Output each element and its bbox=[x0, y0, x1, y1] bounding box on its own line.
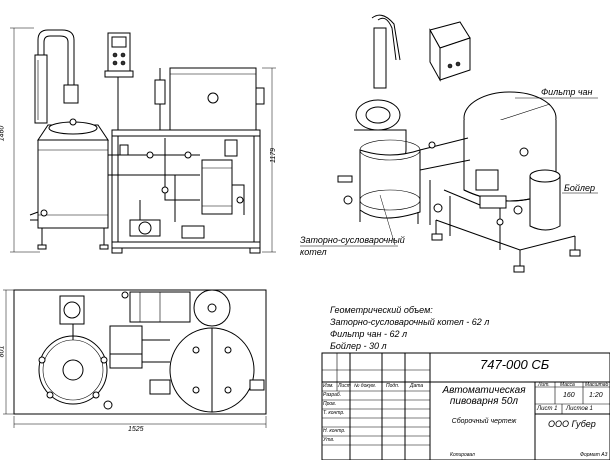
copied-label: Копировал bbox=[450, 452, 475, 458]
dim-depth: 801 bbox=[0, 345, 6, 358]
iso-boiler bbox=[529, 175, 561, 231]
iso-condenser bbox=[373, 27, 387, 89]
top-frame-outline bbox=[13, 289, 267, 415]
panel-display bbox=[111, 36, 127, 48]
row-label: Т. контр. bbox=[323, 410, 345, 416]
col-header: Изм. bbox=[323, 383, 334, 389]
callout-filter-tun: Фильтр чан bbox=[541, 87, 593, 97]
specs-line: Фильтр чан - 62 л bbox=[330, 329, 408, 339]
top-view bbox=[13, 289, 267, 415]
row-label: Утв. bbox=[323, 437, 335, 443]
front-dimensions bbox=[10, 27, 276, 253]
dim-height-right: 1179 bbox=[270, 147, 278, 164]
mass-label: Масса bbox=[560, 382, 575, 388]
front-view bbox=[29, 29, 265, 254]
callout-mash-kettle-2: котел bbox=[300, 247, 327, 257]
specs-heading: Геометрический объем: bbox=[330, 305, 433, 315]
row-label: Н. контр. bbox=[323, 428, 346, 434]
row-label: Разраб. bbox=[323, 392, 342, 398]
title-line-1: Автоматическая bbox=[442, 385, 526, 396]
col-header: Дата bbox=[410, 383, 424, 389]
specs-line: Бойлер - 30 л bbox=[330, 341, 387, 351]
sheet-label: Лист 1 bbox=[537, 406, 558, 412]
mash-kettle-body bbox=[37, 139, 109, 229]
dim-width-bottom: 1525 bbox=[128, 426, 144, 433]
col-header: Лист bbox=[338, 383, 351, 389]
scale-label: Масштаб bbox=[585, 382, 609, 388]
format-label: Формат А3 bbox=[580, 452, 608, 458]
col-header: № докум. bbox=[354, 383, 377, 389]
company-name: ООО Губер bbox=[548, 419, 596, 429]
boiler bbox=[201, 159, 233, 215]
sheets-label: Листов 1 bbox=[566, 406, 593, 412]
condenser-column bbox=[34, 54, 48, 124]
row-label: Пров. bbox=[323, 401, 337, 407]
title-line-2: пивоварня 50л bbox=[449, 396, 519, 407]
vapor-pipe bbox=[37, 29, 75, 85]
top-dimensions bbox=[3, 289, 267, 428]
scale-value: 1:20 bbox=[589, 392, 603, 399]
title-block-grid bbox=[321, 352, 610, 460]
doc-type: Сборочный чертеж bbox=[451, 418, 517, 425]
dim-height-left: 1460 bbox=[0, 125, 6, 142]
col-header: Подп. bbox=[386, 383, 400, 389]
doc-number: 747-000 СБ bbox=[480, 357, 550, 372]
specs-line: Заторно-сусловарочный котел - 62 л bbox=[330, 317, 490, 327]
isometric-view bbox=[337, 14, 581, 273]
callout-boiler: Бойлер bbox=[564, 183, 595, 193]
iso-mash-kettle-body bbox=[359, 149, 421, 219]
callout-leaders bbox=[300, 97, 598, 247]
callout-mash-kettle-1: Заторно-сусловарочный bbox=[300, 235, 405, 245]
lit-label: Лит. bbox=[538, 382, 550, 388]
mass-value: 160 bbox=[563, 392, 575, 399]
